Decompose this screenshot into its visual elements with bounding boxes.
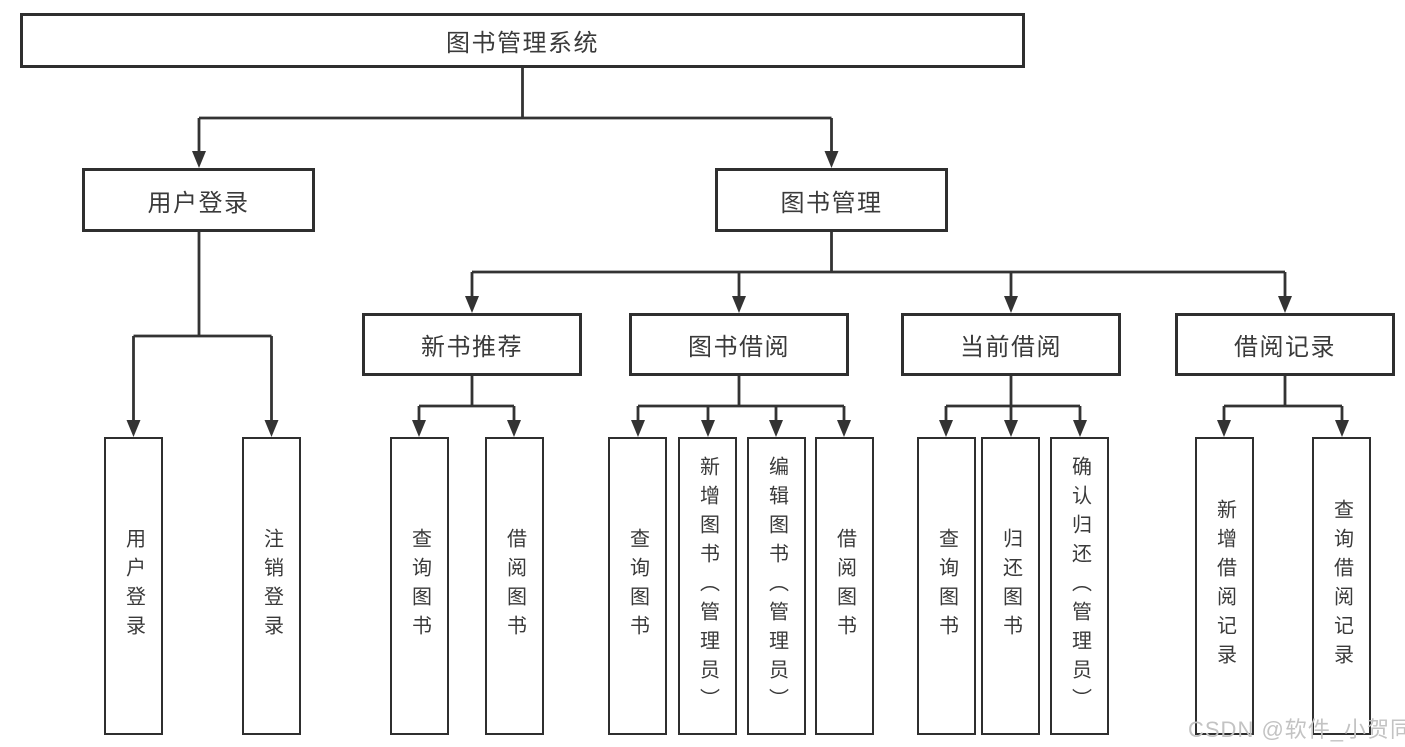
leaf-label: 归还图书 <box>999 528 1022 644</box>
leaf-label: 查询图书 <box>935 528 958 644</box>
leaf-borrow-books-recommend: 借阅图书 <box>485 437 544 735</box>
node-borrowing-records: 借阅记录 <box>1175 313 1395 376</box>
node-current-borrowing: 当前借阅 <box>901 313 1121 376</box>
leaf-logout: 注销登录 <box>242 437 301 735</box>
node-label: 新书推荐 <box>421 334 523 361</box>
leaf-label: 用户登录 <box>122 528 145 644</box>
csdn-watermark: CSDN @软件_小贺同学 <box>1188 717 1405 742</box>
node-new-book-recommend: 新书推荐 <box>362 313 582 376</box>
node-label: 图书管理 <box>780 189 883 217</box>
node-label: 用户登录 <box>147 189 250 217</box>
leaf-borrow-books-borrowing: 借阅图书 <box>815 437 874 735</box>
leaf-add-borrow-record: 新增借阅记录 <box>1195 437 1254 735</box>
node-user-login: 用户登录 <box>82 168 315 232</box>
leaf-label: 借阅图书 <box>503 528 526 644</box>
node-book-management: 图书管理 <box>715 168 948 232</box>
leaf-query-books-borrowing: 查询图书 <box>608 437 667 735</box>
node-library-management-system: 图书管理系统 <box>20 13 1025 68</box>
leaf-add-book-admin: 新增图书（管理员） <box>678 437 737 735</box>
arrowheads <box>126 151 1349 437</box>
leaf-label: 编辑图书（管理员） <box>765 455 788 717</box>
leaf-user-login: 用户登录 <box>104 437 163 735</box>
leaf-query-books-current: 查询图书 <box>917 437 976 735</box>
leaf-label: 借阅图书 <box>833 528 856 644</box>
node-label: 当前借阅 <box>960 334 1062 361</box>
leaf-label: 查询图书 <box>408 528 431 644</box>
node-label: 图书管理系统 <box>446 30 599 57</box>
node-book-borrowing: 图书借阅 <box>629 313 849 376</box>
node-label: 图书借阅 <box>688 334 790 361</box>
leaf-confirm-return-admin: 确认归还（管理员） <box>1050 437 1109 735</box>
leaf-label: 新增图书（管理员） <box>696 455 719 717</box>
leaf-label: 查询借阅记录 <box>1330 499 1353 673</box>
node-label: 借阅记录 <box>1234 334 1336 361</box>
leaf-label: 注销登录 <box>260 528 283 644</box>
leaf-query-books-recommend: 查询图书 <box>390 437 449 735</box>
leaf-label: 新增借阅记录 <box>1213 499 1236 673</box>
leaf-label: 确认归还（管理员） <box>1068 455 1091 717</box>
leaf-query-borrow-record: 查询借阅记录 <box>1312 437 1371 735</box>
leaf-return-book: 归还图书 <box>981 437 1040 735</box>
leaf-label: 查询图书 <box>626 528 649 644</box>
leaf-edit-book-admin: 编辑图书（管理员） <box>747 437 806 735</box>
